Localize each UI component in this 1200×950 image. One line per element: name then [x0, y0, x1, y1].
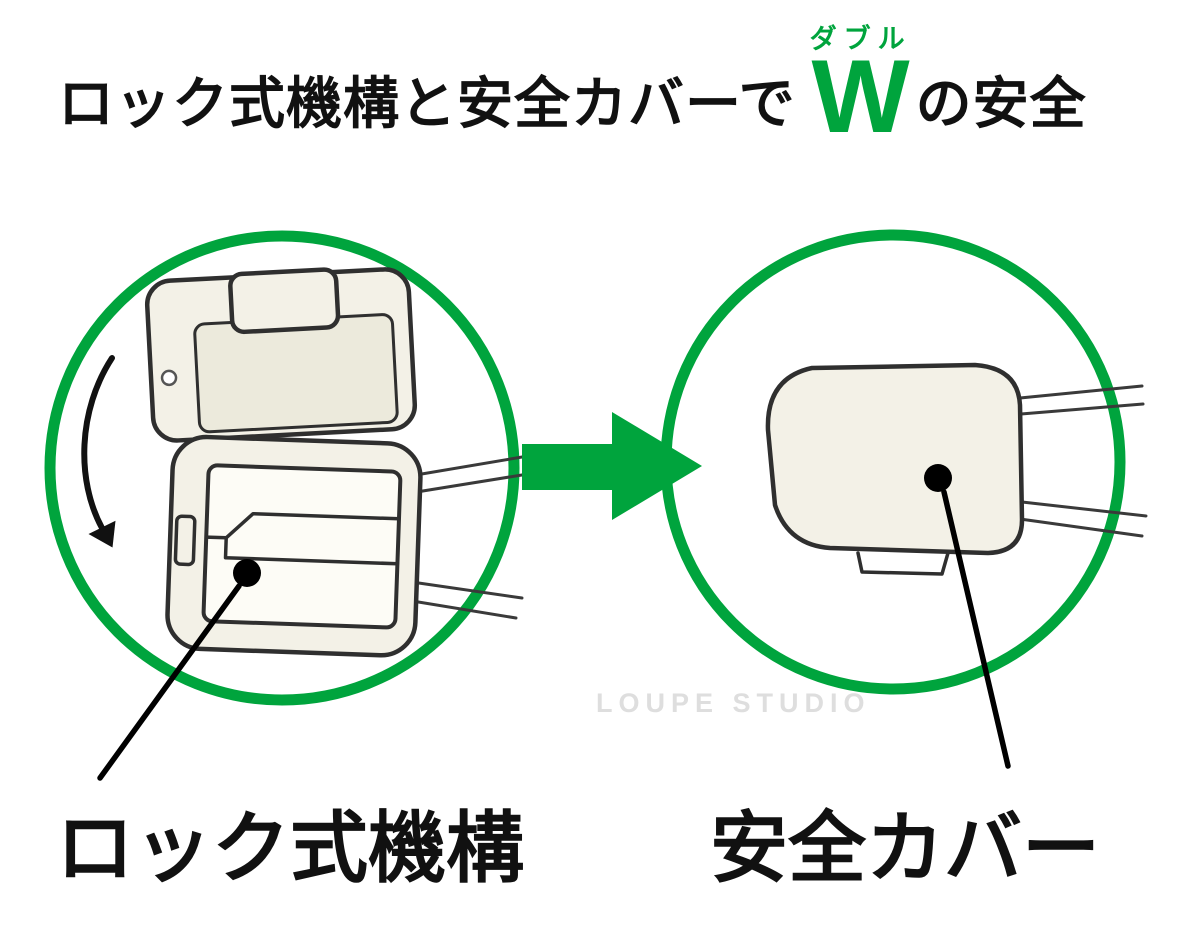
right-arrow-icon [522, 412, 702, 520]
left-callout-dot [233, 559, 261, 587]
lock-clamp [201, 463, 403, 630]
safety-cover-illustration [765, 362, 1148, 769]
cable-lines-right [1018, 384, 1148, 538]
title-main-text: ロック式機構と安全カバーで [58, 72, 796, 136]
cover-body [765, 362, 1025, 556]
left-green-circle [44, 230, 520, 706]
title-w-group: ダブル W [809, 24, 912, 155]
device-open-lid [144, 267, 418, 443]
left-callout-line [97, 583, 242, 781]
right-callout-line [941, 489, 1011, 769]
watermark-text: LOUPE STUDIO [596, 688, 871, 718]
open-lock-device-illustration [81, 267, 530, 781]
lid-hinge-hole [160, 369, 178, 387]
curved-down-arrow-icon [81, 355, 116, 548]
lock-mechanism-label: ロック式機構 [55, 804, 524, 892]
cover-latch-notch [856, 551, 950, 576]
title-suffix-text: の安全 [915, 72, 1087, 136]
right-callout-dot [924, 464, 952, 492]
title-w-letter: W [811, 39, 910, 155]
page-title: ロック式機構と安全カバーで ダブル W の安全 [58, 24, 1087, 155]
title-w-ruby: ダブル [809, 24, 912, 54]
device-body [165, 434, 423, 658]
safety-cover-label: 安全カバー [709, 804, 1100, 892]
